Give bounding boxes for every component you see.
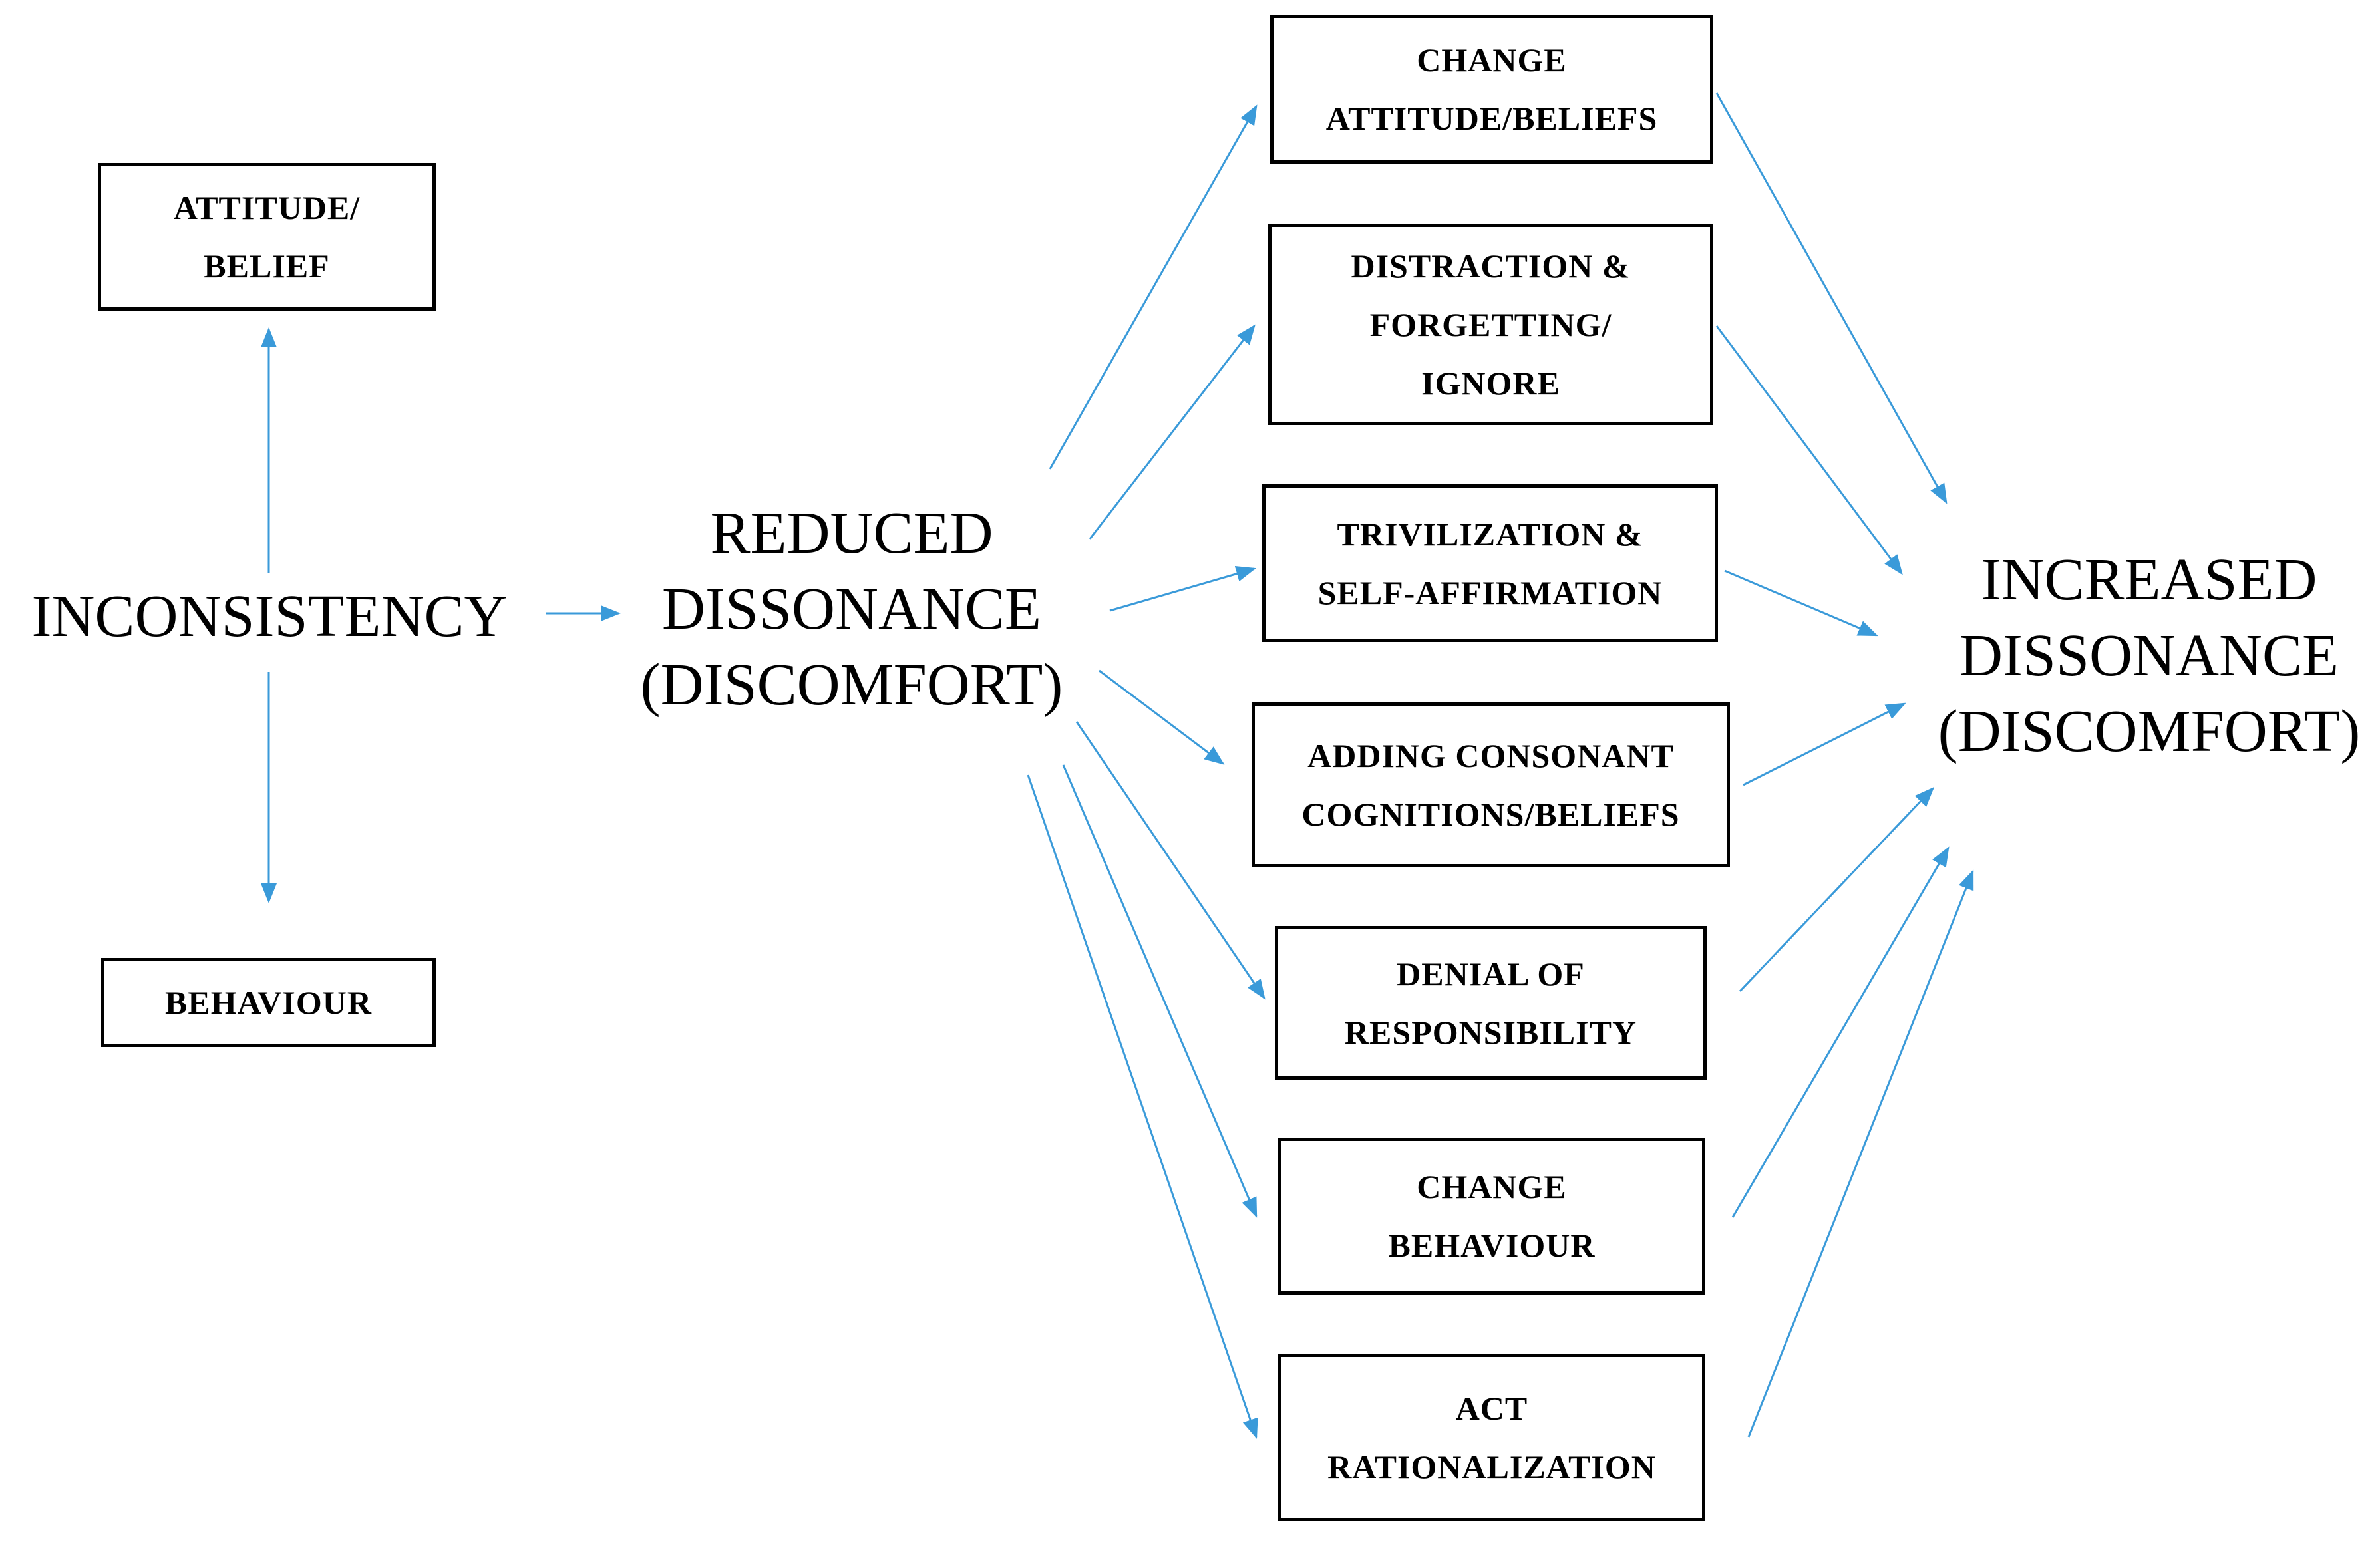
strategy-label: ADDING CONSONANT COGNITIONS/BELIEFS bbox=[1301, 737, 1680, 833]
arrow-consonant-to-increased bbox=[1743, 702, 1906, 786]
inconsistency-label: INCONSISTENCY bbox=[31, 583, 508, 649]
arrow-distraction-to-increased bbox=[1715, 325, 1903, 575]
strategy-box-change-attitude: CHANGE ATTITUDE/BELIEFS bbox=[1270, 15, 1713, 164]
arrow-act-rationalization-to-increased bbox=[1747, 869, 1974, 1438]
arrow-reduced-to-change-attitude bbox=[1049, 104, 1258, 470]
arrow-group bbox=[261, 92, 1974, 1439]
behaviour-label: BEHAVIOUR bbox=[165, 984, 372, 1021]
strategy-box-consonant-cognitions: ADDING CONSONANT COGNITIONS/BELIEFS bbox=[1252, 702, 1730, 867]
strategy-label: ACT RATIONALIZATION bbox=[1327, 1390, 1656, 1485]
strategy-label: CHANGE ATTITUDE/BELIEFS bbox=[1325, 41, 1658, 137]
arrow-reduced-to-act-rationalization bbox=[1027, 774, 1258, 1439]
behaviour-box: BEHAVIOUR bbox=[101, 958, 436, 1047]
strategy-box-denial: DENIAL OF RESPONSIBILITY bbox=[1275, 926, 1707, 1080]
attitude-belief-box: ATTITUDE/ BELIEF bbox=[98, 163, 436, 311]
arrow-reduced-to-denial bbox=[1075, 721, 1266, 1000]
strategy-box-distraction: DISTRACTION & FORGETTING/ IGNORE bbox=[1268, 224, 1713, 425]
arrow-trivilization-to-increased bbox=[1724, 569, 1878, 637]
strategy-label: TRIVILIZATION & SELF-AFFIRMATION bbox=[1317, 515, 1663, 611]
strategy-label: DENIAL OF RESPONSIBILITY bbox=[1344, 955, 1637, 1051]
reduced-dissonance-label: REDUCED DISSONANCE (DISCOMFORT) bbox=[640, 500, 1063, 718]
strategy-label: DISTRACTION & FORGETTING/ IGNORE bbox=[1351, 247, 1631, 402]
arrow-reduced-to-trivilization bbox=[1109, 566, 1256, 612]
arrow-change-attitude-to-increased bbox=[1715, 92, 1948, 504]
strategy-box-change-behaviour: CHANGE BEHAVIOUR bbox=[1278, 1138, 1705, 1295]
arrow-reduced-to-consonant bbox=[1099, 669, 1225, 765]
strategy-label: CHANGE BEHAVIOUR bbox=[1388, 1168, 1596, 1264]
attitude-belief-label: ATTITUDE/ BELIEF bbox=[173, 189, 361, 285]
increased-dissonance-label: INCREASED DISSONANCE (DISCOMFORT) bbox=[1938, 547, 2361, 764]
strategy-box-trivilization: TRIVILIZATION & SELF-AFFIRMATION bbox=[1262, 484, 1718, 642]
arrow-reduced-to-distraction bbox=[1089, 324, 1256, 540]
arrow-reduced-to-change-behaviour bbox=[1062, 764, 1258, 1218]
arrow-denial-to-increased bbox=[1739, 786, 1935, 993]
strategy-box-act-rationalization: ACT RATIONALIZATION bbox=[1278, 1354, 1705, 1521]
arrow-change-behaviour-to-increased bbox=[1731, 846, 1950, 1218]
